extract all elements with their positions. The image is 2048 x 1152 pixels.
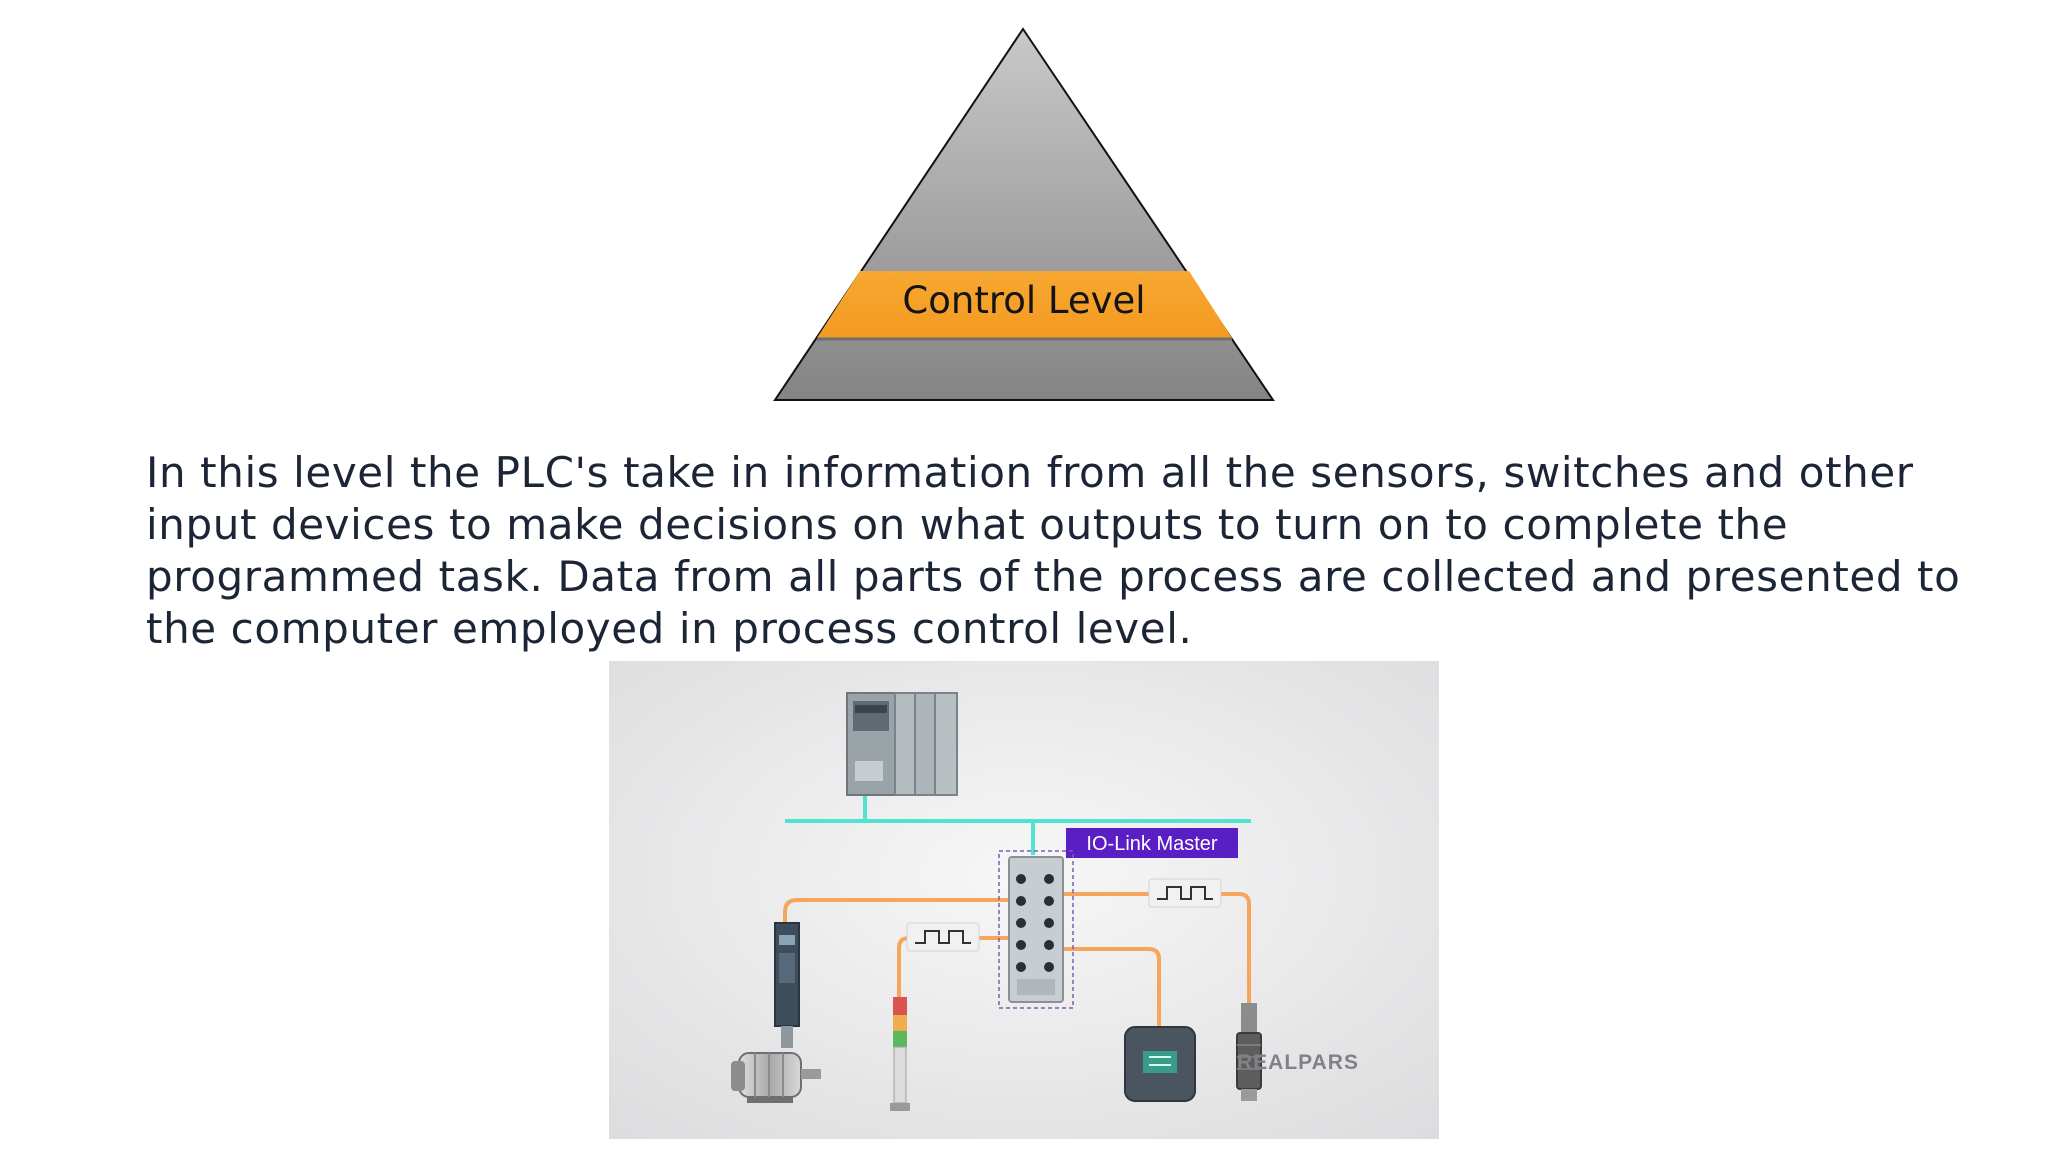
plc-icon: [846, 692, 958, 796]
description-text: In this level the PLC's take in informat…: [146, 447, 2006, 655]
io-link-master-label-text: IO-Link Master: [1086, 833, 1217, 855]
signal-tower-icon: [890, 997, 910, 1111]
description-line: the computer employed in process control…: [146, 604, 1193, 653]
io-link-master-label: IO-Link Master: [1066, 828, 1238, 858]
network-bus: [785, 793, 1251, 855]
motor-icon: [731, 1052, 821, 1103]
pulse-signal-icon: [1148, 878, 1222, 908]
proximity-sensor-icon: [1236, 1003, 1262, 1101]
description-line: In this level the PLC's take in informat…: [146, 448, 1914, 497]
realpars-watermark: REALPARS: [1237, 1051, 1359, 1074]
description-line: programmed task. Data from all parts of …: [146, 552, 1961, 601]
pyramid-shape: [773, 27, 1275, 401]
pyramid-band: [817, 271, 1232, 338]
io-link-diagram: IO-Link Master: [609, 661, 1439, 1139]
pyramid-band-label: Control Level: [902, 279, 1145, 322]
pyramid-diagram: Control Level: [773, 27, 1275, 401]
pulse-signal-icon: [906, 922, 980, 952]
frequency-drive-icon: [774, 922, 800, 1048]
description-line: input devices to make decisions on what …: [146, 500, 1789, 549]
io-link-master-icon: [998, 850, 1074, 1009]
rfid-reader-icon: [1124, 1026, 1196, 1102]
